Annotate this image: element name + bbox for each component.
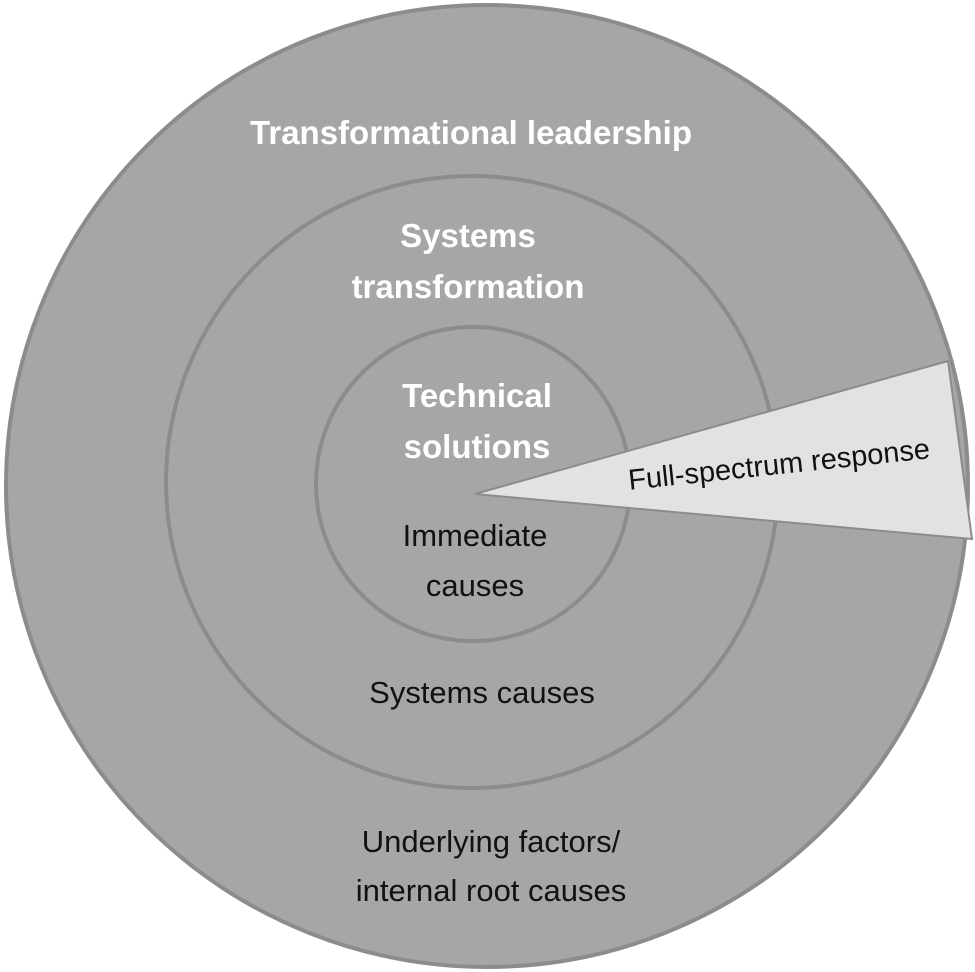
systems-transformation-label-line1: Systems [400, 217, 536, 254]
immediate-causes-label-line2: causes [426, 568, 524, 603]
underlying-factors-label-line1: Underlying factors/ [362, 824, 621, 859]
full-spectrum-wedge [474, 359, 974, 541]
systems-transformation-label-line2: transformation [352, 268, 585, 305]
underlying-factors-label-line2: internal root causes [356, 873, 627, 908]
systems-causes-label: Systems causes [369, 675, 595, 710]
transformational-leadership-label: Transformational leadership [250, 114, 692, 151]
technical-solutions-label-line2: solutions [404, 428, 551, 465]
immediate-causes-label-line1: Immediate [403, 518, 548, 553]
technical-solutions-label-line1: Technical [402, 377, 552, 414]
